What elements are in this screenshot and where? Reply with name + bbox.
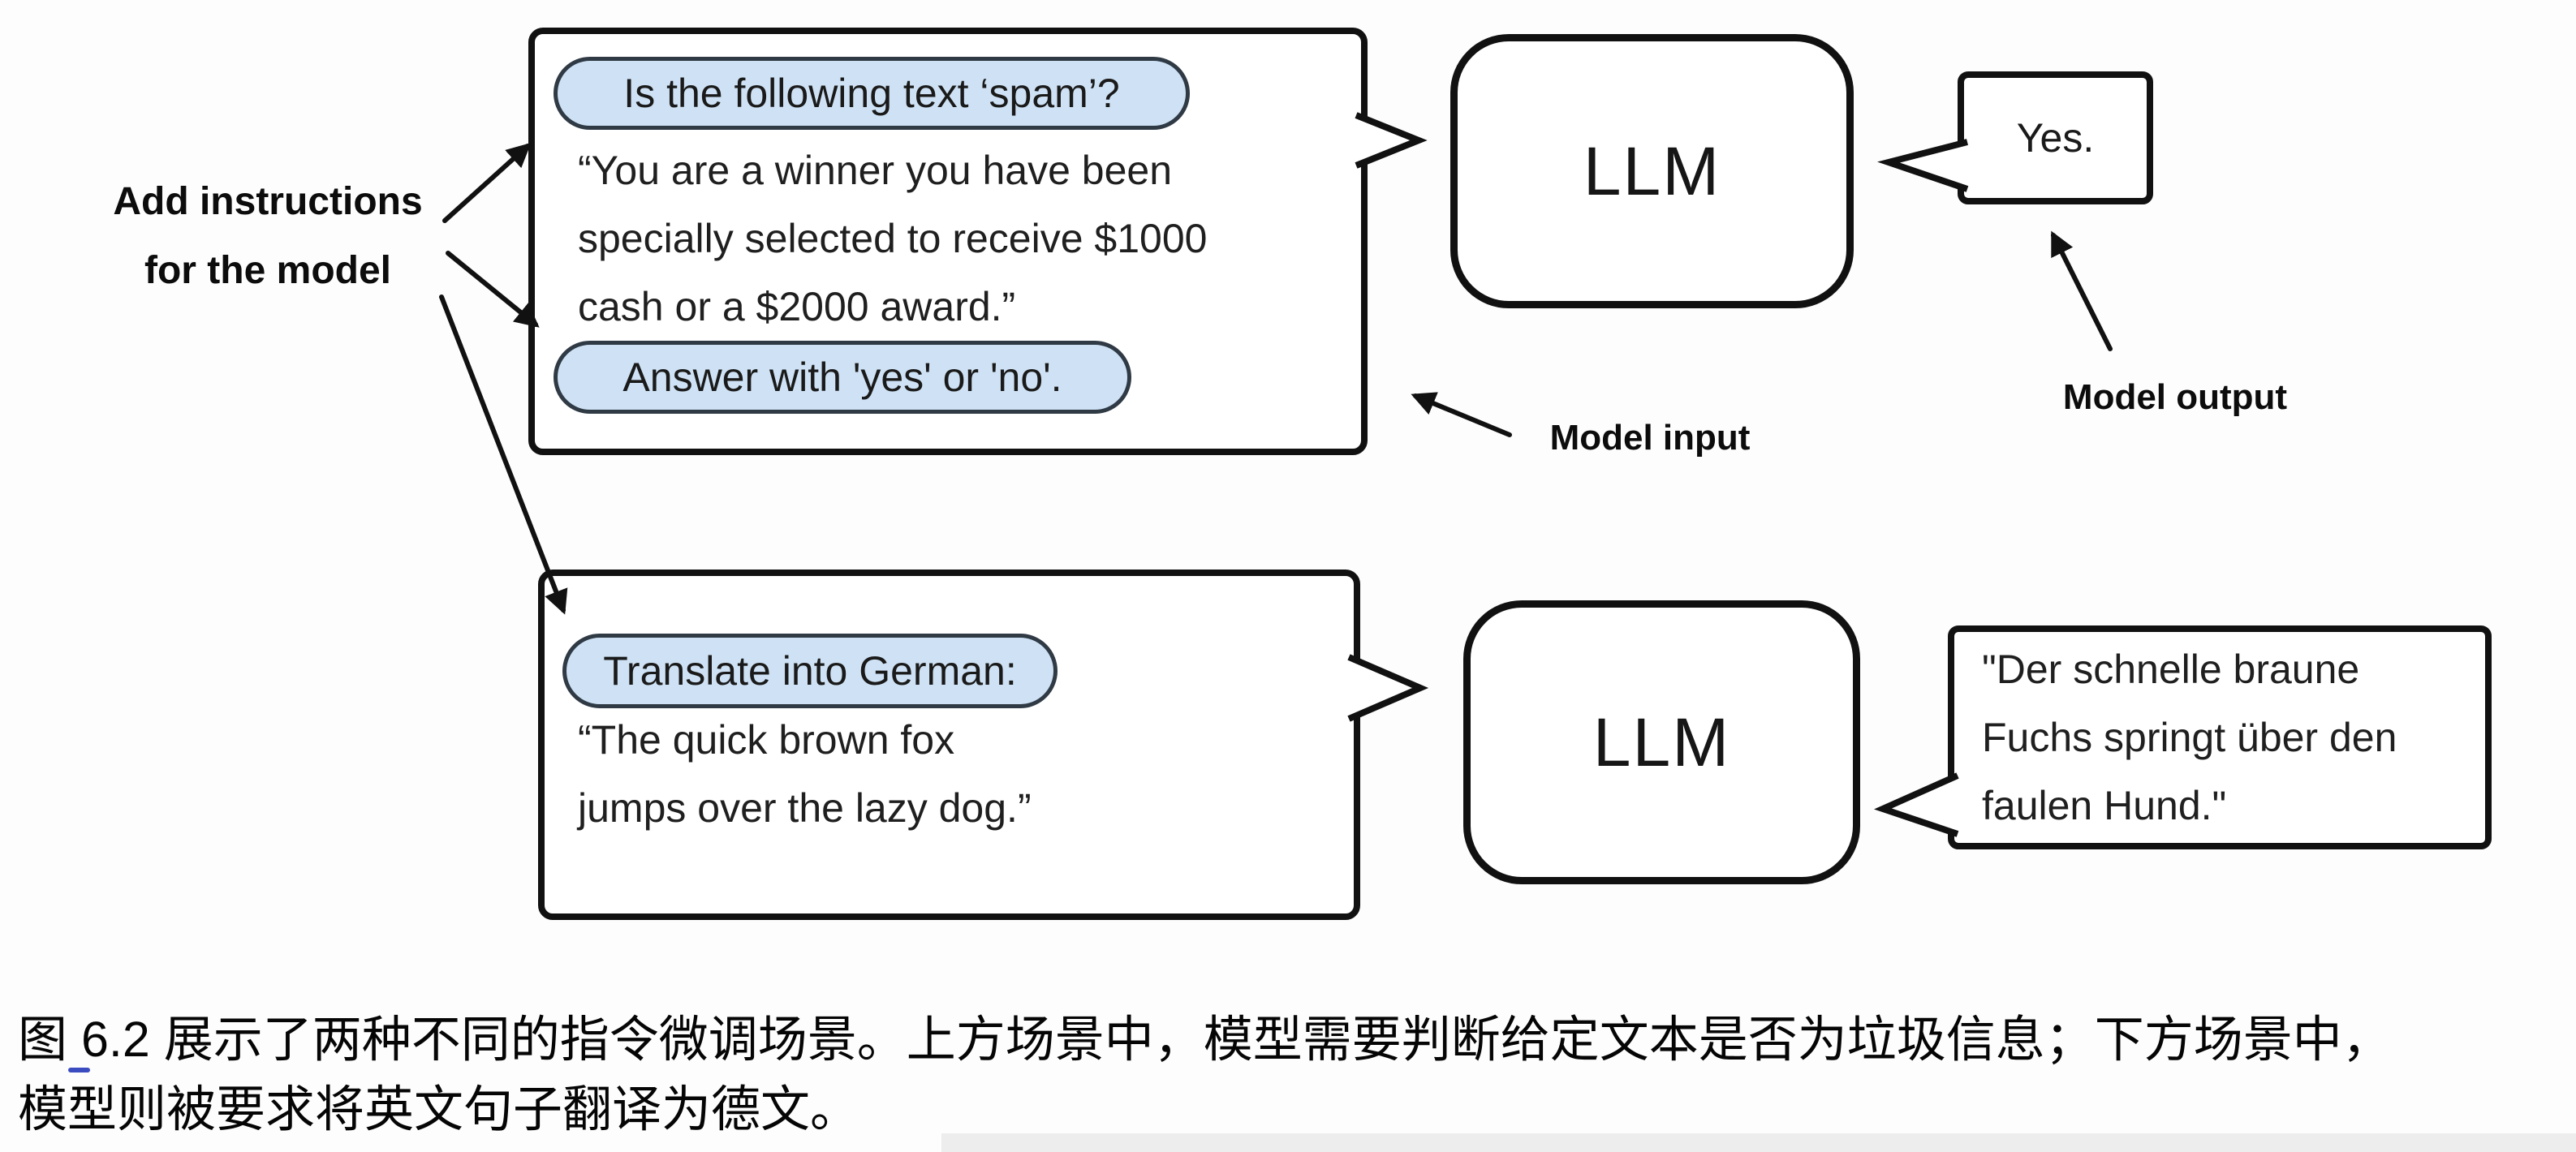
figure-caption-line2: 模型则被要求将英文句子翻译为德文。	[18, 1081, 860, 1137]
translation-output-text: "Der schnelle braune Fuchs springt über …	[1982, 635, 2397, 840]
figure-number-link-underline	[68, 1068, 90, 1072]
spam-body-text: “You are a winner you have been speciall…	[578, 136, 1207, 341]
spam-instruction-bottom-pill: Answer with 'yes' or 'no'.	[554, 341, 1131, 414]
translation-model-input-box	[538, 570, 1360, 920]
spam-body-line1: “You are a winner you have been	[578, 148, 1173, 193]
translation-output-tail	[1874, 772, 1959, 837]
translation-body-line1: “The quick brown fox	[578, 717, 955, 763]
figure-caption-line1: 图 6.2 展示了两种不同的指令微调场景。上方场景中，模型需要判断给定文本是否为…	[18, 1012, 2392, 1067]
translation-output-line3: faulen Hund."	[1982, 783, 2227, 828]
arrow-to-top-instruction	[442, 142, 532, 223]
add-instructions-line1: Add instructions	[113, 180, 423, 223]
spam-body-line3: cash or a $2000 award.”	[578, 284, 1016, 329]
llm-box-top: LLM	[1450, 34, 1854, 308]
spam-output-tail	[1877, 139, 1969, 192]
translation-body-line2: jumps over the lazy dog.”	[578, 785, 1032, 831]
translation-instruction-pill: Translate into German:	[562, 634, 1058, 708]
add-instructions-label: Add instructions for the model	[97, 167, 438, 305]
arrow-model-input	[1411, 392, 1512, 437]
model-output-label: Model output	[2062, 377, 2288, 417]
translation-body-text: “The quick brown fox jumps over the lazy…	[578, 706, 1032, 842]
llm-box-bottom: LLM	[1463, 600, 1860, 884]
add-instructions-line2: for the model	[144, 249, 391, 292]
spam-body-line2: specially selected to receive $1000	[578, 216, 1208, 261]
arrow-to-bottom-instruction	[446, 251, 540, 328]
translation-output-bubble	[1948, 625, 2492, 849]
translation-output-line1: "Der schnelle braune	[1982, 647, 2360, 692]
arrow-model-output	[2051, 230, 2113, 351]
page-bottom-divider	[941, 1133, 2576, 1152]
model-input-label: Model input	[1549, 418, 1751, 458]
spam-output-bubble: Yes.	[1958, 71, 2153, 204]
translation-output-line2: Fuchs springt über den	[1982, 715, 2397, 760]
spam-instruction-top-pill: Is the following text ‘spam’?	[554, 57, 1190, 130]
figure-caption: 图 6.2 展示了两种不同的指令微调场景。上方场景中，模型需要判断给定文本是否为…	[18, 1004, 2392, 1144]
